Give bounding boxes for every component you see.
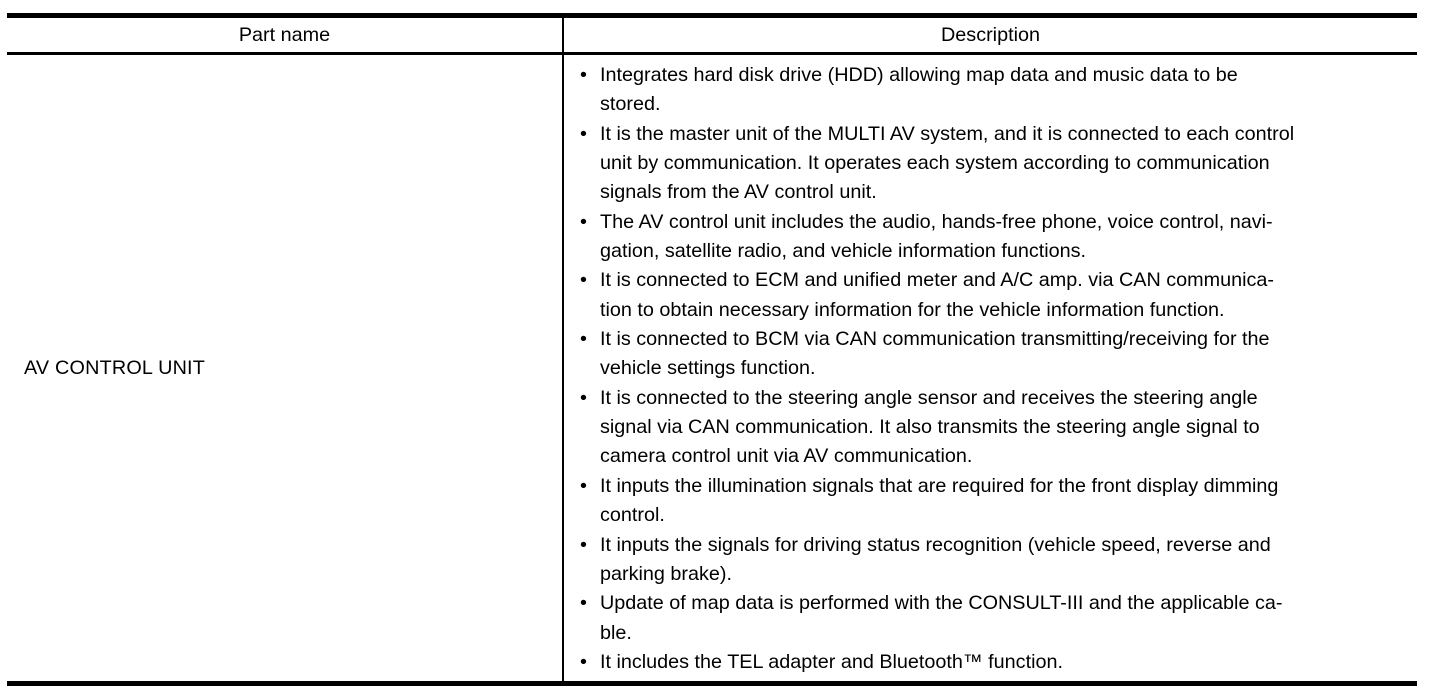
parts-description-table: Part name Description AV CONTROL UNIT • … bbox=[7, 13, 1417, 686]
bullet-icon: • bbox=[580, 269, 587, 292]
bullet-text: Update of map data is performed with the… bbox=[600, 592, 1283, 644]
description-bullet: • It inputs the illumination signals tha… bbox=[580, 472, 1413, 531]
table-row: AV CONTROL UNIT • Integrates hard disk d… bbox=[7, 55, 1417, 681]
column-header-description: Description bbox=[562, 18, 1417, 52]
bullet-icon: • bbox=[580, 650, 587, 673]
part-name-header-label: Part name bbox=[238, 23, 331, 46]
bullet-text: It is the master unit of the MULTI AV sy… bbox=[600, 122, 1295, 204]
bullet-text: It is connected to ECM and unified meter… bbox=[600, 269, 1274, 321]
column-header-part-name: Part name bbox=[7, 18, 562, 52]
description-bullet: • It includes the TEL adapter and Blueto… bbox=[580, 648, 1413, 677]
bullet-text: It inputs the signals for driving status… bbox=[600, 533, 1271, 585]
description-bullet: • It is the master unit of the MULTI AV … bbox=[580, 120, 1413, 208]
bullet-text: It includes the TEL adapter and Bluetoot… bbox=[600, 650, 1063, 673]
part-name-cell: AV CONTROL UNIT bbox=[7, 55, 562, 681]
bullet-icon: • bbox=[580, 328, 587, 351]
description-header-label: Description bbox=[941, 23, 1040, 46]
description-bullet: • It is connected to BCM via CAN communi… bbox=[580, 325, 1413, 384]
bullet-text: Integrates hard disk drive (HDD) allowin… bbox=[600, 64, 1238, 116]
bullet-icon: • bbox=[580, 533, 587, 556]
bullet-text: It inputs the illumination signals that … bbox=[600, 474, 1279, 527]
table-header-row: Part name Description bbox=[7, 18, 1417, 55]
description-bullet-list: • Integrates hard disk drive (HDD) allow… bbox=[580, 61, 1413, 677]
bullet-icon: • bbox=[580, 122, 587, 145]
description-bullet: • Integrates hard disk drive (HDD) allow… bbox=[580, 61, 1413, 120]
description-cell: • Integrates hard disk drive (HDD) allow… bbox=[562, 55, 1417, 681]
description-bullet: • Update of map data is performed with t… bbox=[580, 589, 1413, 648]
part-name-value: AV CONTROL UNIT bbox=[24, 356, 206, 379]
bullet-text: It is connected to the steering angle se… bbox=[600, 386, 1260, 468]
bullet-icon: • bbox=[580, 210, 587, 233]
bullet-icon: • bbox=[580, 592, 587, 615]
description-bullet: • It is connected to ECM and unified met… bbox=[580, 266, 1413, 325]
bullet-icon: • bbox=[580, 64, 587, 86]
description-bullet: • It is connected to the steering angle … bbox=[580, 384, 1413, 472]
description-bullet: • It inputs the signals for driving stat… bbox=[580, 531, 1413, 590]
bullet-text: It is connected to BCM via CAN communica… bbox=[600, 328, 1270, 380]
bullet-icon: • bbox=[580, 386, 587, 409]
bullet-text: The AV control unit includes the audio, … bbox=[600, 210, 1273, 263]
bullet-icon: • bbox=[580, 474, 587, 497]
description-bullet: • The AV control unit includes the audio… bbox=[580, 208, 1413, 267]
